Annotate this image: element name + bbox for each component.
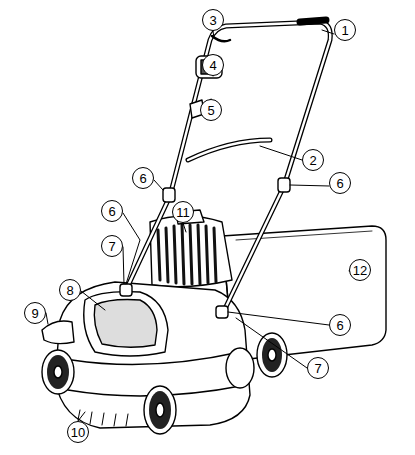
callout-number: 6 bbox=[329, 172, 351, 194]
callout-number: 8 bbox=[59, 279, 81, 301]
callout-number: 10 bbox=[67, 421, 89, 443]
callout-number: 3 bbox=[202, 9, 224, 31]
callout-number: 12 bbox=[349, 259, 371, 281]
callout-number: 7 bbox=[307, 357, 329, 379]
callout-number: 6 bbox=[329, 314, 351, 336]
callout-number: 7 bbox=[101, 235, 123, 257]
callout-number: 2 bbox=[302, 149, 324, 171]
callout-number: 6 bbox=[101, 200, 123, 222]
callout-number: 5 bbox=[200, 99, 222, 121]
callout-number: 1 bbox=[334, 19, 356, 41]
callout-number: 4 bbox=[202, 54, 224, 76]
callout-number: 11 bbox=[172, 201, 194, 223]
callout-number: 6 bbox=[132, 167, 154, 189]
callout-number: 9 bbox=[24, 302, 46, 324]
